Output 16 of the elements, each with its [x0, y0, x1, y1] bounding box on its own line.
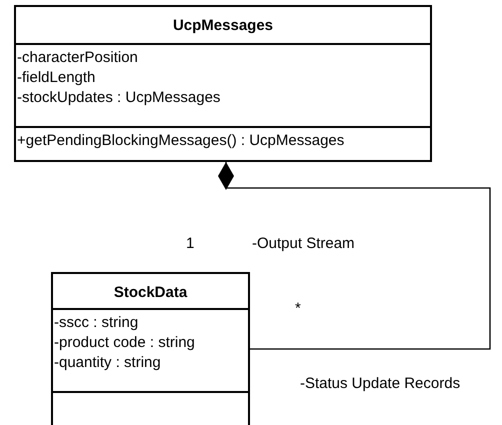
role-label: -Output Stream	[252, 235, 355, 252]
role-label: -Status Update Records	[300, 375, 460, 392]
attribute-text: -quantity : string	[53, 353, 162, 373]
attribute-text: -product code : string	[53, 333, 196, 353]
attribute-text: -stockUpdates : UcpMessages	[16, 88, 222, 108]
multiplicity-label: *	[295, 300, 301, 317]
attribute-text: -characterPosition	[16, 48, 139, 68]
method-text: +getPendingBlockingMessages() : UcpMessages	[16, 131, 346, 151]
class-name: UcpMessages	[172, 16, 274, 34]
attribute-text: -sscc : string	[53, 313, 140, 333]
class-name: StockData	[112, 283, 188, 301]
composition-connector	[218, 162, 491, 350]
class-box	[14, 5, 432, 162]
attribute-text: -fieldLength	[16, 68, 96, 88]
class-box	[51, 272, 250, 425]
multiplicity-label: 1	[186, 235, 194, 252]
